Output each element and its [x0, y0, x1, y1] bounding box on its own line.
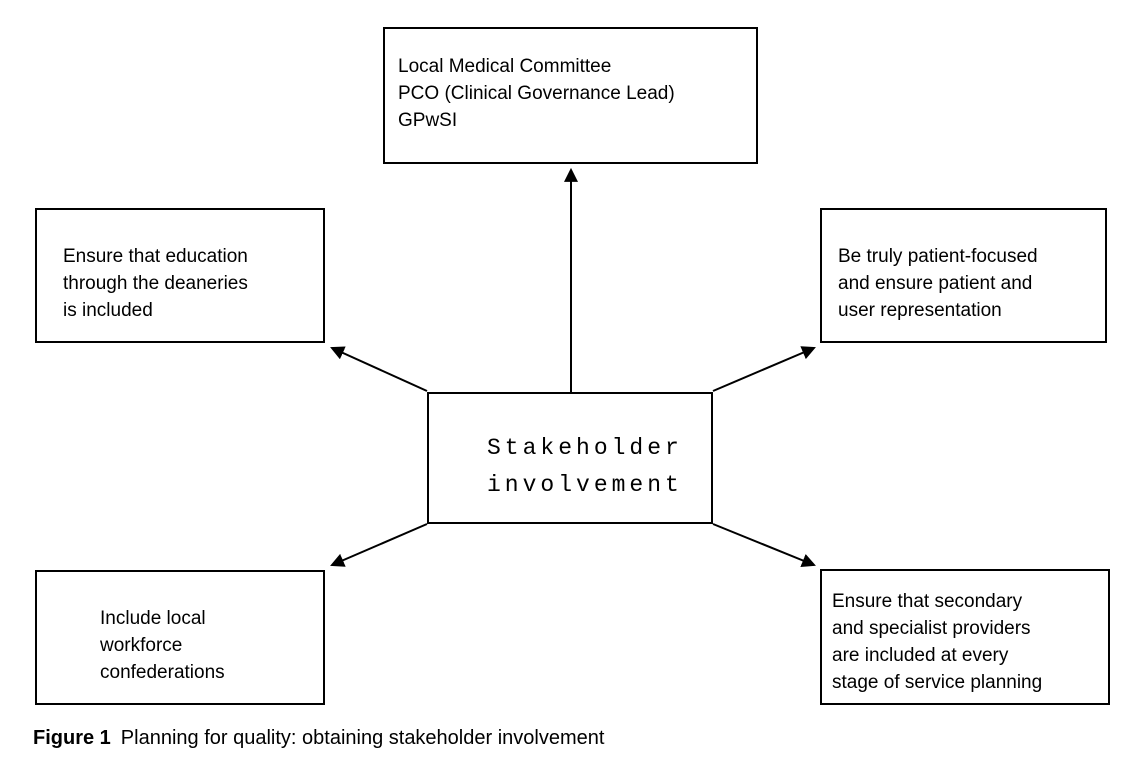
node-text-line: and specialist providers [832, 618, 1031, 639]
node-text-line: Ensure that education [63, 246, 248, 267]
node-education-deaneries: Ensure that education through the deaner… [35, 208, 325, 343]
arrow-center-to-top-left [330, 346, 428, 392]
node-text-line: Stakeholder [487, 435, 683, 461]
arrow-center-to-bottom-right [712, 523, 816, 568]
node-secondary-providers: Ensure that secondary and specialist pro… [820, 569, 1110, 705]
figure-caption-label: Figure 1 [33, 727, 111, 749]
node-text-line: is included [63, 300, 153, 321]
node-text-line: Local Medical Committee [398, 56, 612, 77]
node-text-line: confederations [100, 662, 225, 683]
node-local-medical-committee: Local Medical Committee PCO (Clinical Go… [383, 27, 758, 164]
node-workforce-confederations: Include local workforce confederations [35, 570, 325, 705]
arrow-center-to-top-right [712, 346, 816, 392]
figure-caption-text: Planning for quality: obtaining stakehol… [120, 727, 605, 749]
node-text-line: PCO (Clinical Governance Lead) [398, 83, 675, 104]
node-text-line: Include local [100, 608, 206, 629]
node-text-line: Be truly patient-focused [838, 246, 1038, 267]
node-text-line: GPwSI [398, 110, 458, 131]
arrow-center-to-bottom-left [330, 523, 428, 567]
node-text-line: are included at every [832, 645, 1009, 666]
node-text-line: and ensure patient and [838, 273, 1033, 294]
node-text-line: workforce [100, 635, 183, 656]
node-patient-focused: Be truly patient-focused and ensure pati… [820, 208, 1107, 343]
node-text-line: Ensure that secondary [832, 591, 1023, 612]
figure-caption: Figure 1 Planning for quality: obtaining … [33, 726, 604, 750]
node-stakeholder-involvement: Stakeholder involvement [427, 392, 713, 524]
node-text-line: involvement [487, 472, 683, 498]
node-text-line: through the deaneries [63, 273, 248, 294]
node-text-line: stage of service planning [832, 672, 1043, 693]
node-text-line: user representation [838, 300, 1002, 321]
